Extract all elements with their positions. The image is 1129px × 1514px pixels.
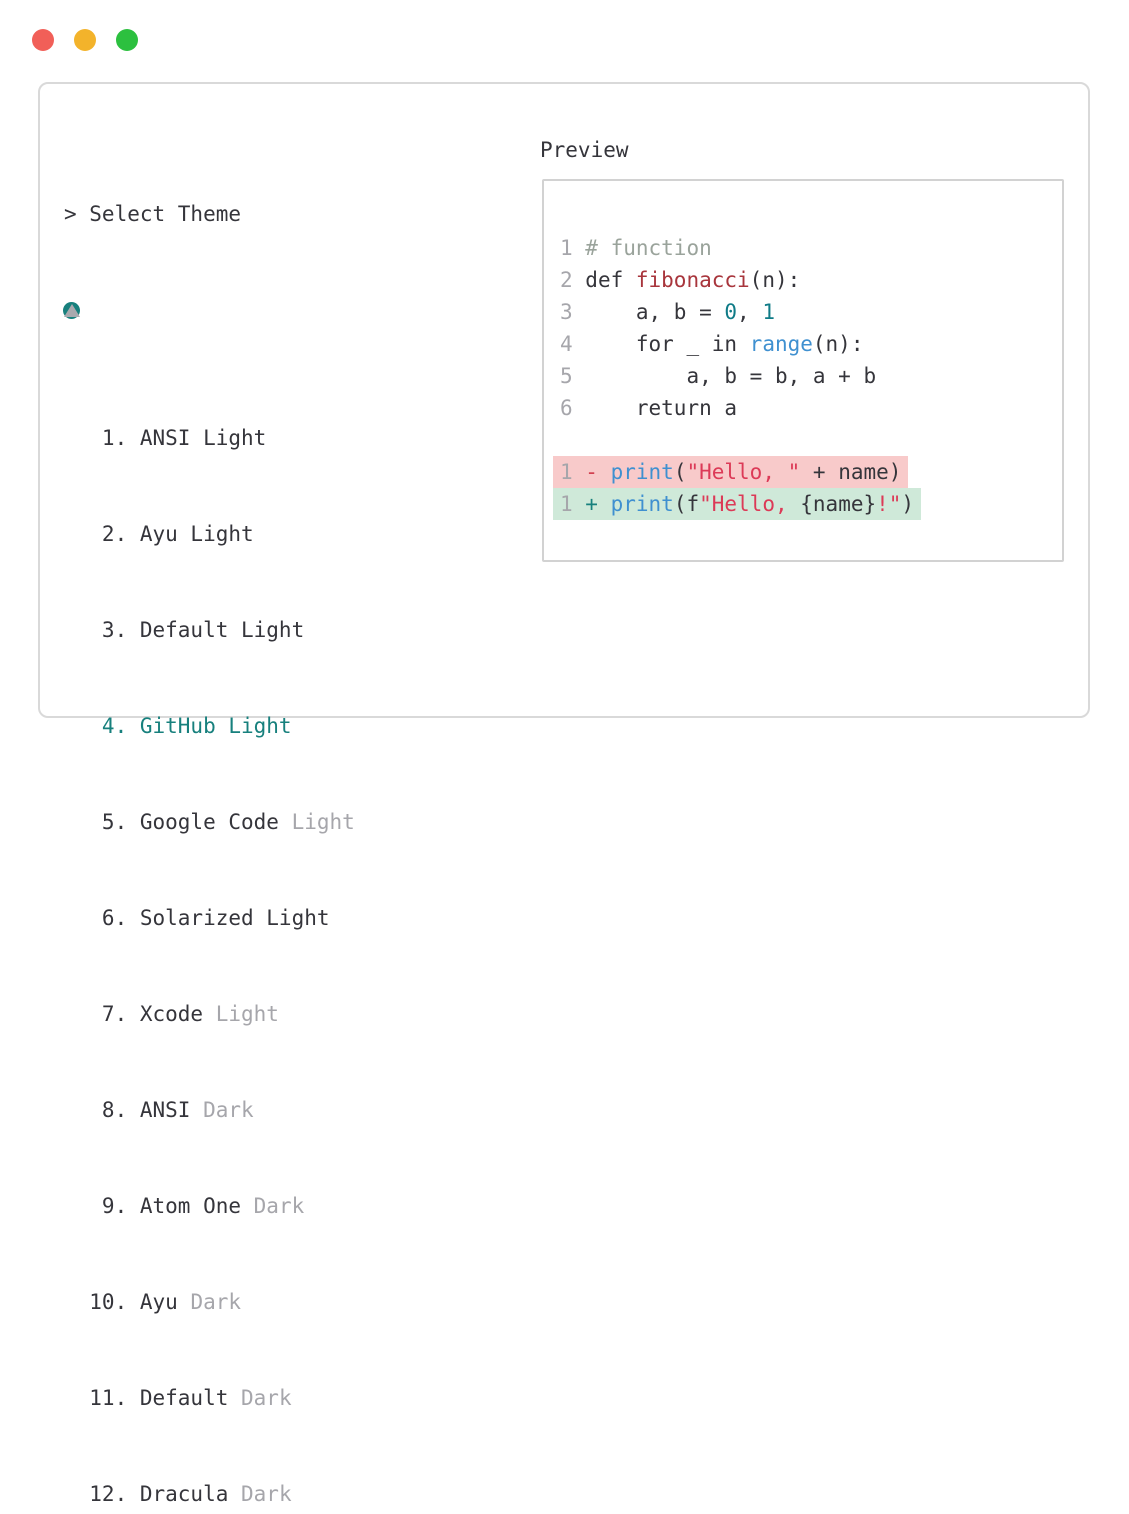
code-line: 1 - print("Hello, " + name) — [553, 456, 921, 488]
line-number: 5 — [560, 364, 586, 388]
line-number: 2 — [560, 268, 586, 292]
line-number: 1 — [560, 492, 586, 516]
theme-list-item[interactable]: 8. ANSI Dark — [64, 1098, 254, 1122]
line-number: 6 — [560, 396, 586, 420]
scroll-up-icon — [64, 304, 80, 317]
close-button-icon[interactable] — [32, 29, 54, 51]
theme-list-item[interactable]: 6. Solarized Light — [64, 906, 330, 930]
theme-list-item[interactable]: 11. Default Dark — [64, 1386, 292, 1410]
theme-name: Google Code — [139, 810, 279, 834]
code-line: 1 # function — [560, 236, 712, 260]
theme-list-item[interactable]: 7. Xcode Light — [64, 1002, 279, 1026]
theme-list-item[interactable]: 12. Dracula Dark — [64, 1482, 292, 1506]
code-line: 6 return a — [560, 396, 738, 420]
prompt-title: > Select Theme — [64, 202, 242, 226]
code-line: 3 a, b = 0, 1 — [560, 300, 775, 324]
theme-name: Default Light — [139, 618, 305, 642]
theme-list-item[interactable]: 10. Ayu Dark — [64, 1290, 242, 1314]
theme-name: Default — [139, 1386, 229, 1410]
theme-variant: Dark — [177, 1290, 242, 1314]
theme-name: ANSI Light — [139, 426, 267, 450]
code-line: 5 a, b = b, a + b — [560, 364, 877, 388]
preview-label: Preview — [540, 138, 629, 162]
theme-list-item[interactable]: 3. Default Light — [64, 618, 305, 642]
theme-list-item-selected[interactable]: 4. GitHub Light — [64, 714, 292, 738]
theme-variant: Dark — [228, 1386, 292, 1410]
theme-name: Solarized Light — [139, 906, 330, 930]
theme-name: GitHub Light — [139, 714, 292, 738]
theme-name: Ayu — [139, 1290, 178, 1314]
line-number: 4 — [560, 332, 586, 356]
theme-list-item[interactable]: 2. Ayu Light — [64, 522, 254, 546]
theme-name: Dracula — [139, 1482, 229, 1506]
scroll-up-indicator — [64, 294, 810, 326]
preview-pane: 1 # function 2 def fibonacci(n): 3 a, b = … — [542, 179, 1064, 562]
theme-name: Xcode — [139, 1002, 204, 1026]
theme-list-item[interactable]: 9. Atom One Dark — [64, 1194, 305, 1218]
theme-name: ANSI — [139, 1098, 191, 1122]
theme-list-item[interactable]: 1. ANSI Light — [64, 426, 267, 450]
minimize-button-icon[interactable] — [74, 29, 96, 51]
theme-list-item[interactable]: 5. Google Code Light — [64, 810, 355, 834]
theme-variant: Light — [203, 1002, 279, 1026]
theme-picker-window: > Select Theme 1. ANSI Light 2. Ayu Ligh… — [38, 82, 1090, 1506]
window-controls — [32, 29, 138, 51]
theme-variant: Dark — [190, 1098, 254, 1122]
code-line: 4 for _ in range(n): — [560, 332, 864, 356]
line-number: 1 — [560, 460, 586, 484]
theme-variant: Dark — [241, 1194, 305, 1218]
theme-name: Ayu Light — [139, 522, 254, 546]
preview-code: 1 # function 2 def fibonacci(n): 3 a, b = … — [553, 232, 922, 520]
theme-variant: Dark — [228, 1482, 292, 1506]
code-line: 2 def fibonacci(n): — [560, 268, 801, 292]
theme-variant: Light — [278, 810, 355, 834]
maximize-button-icon[interactable] — [116, 29, 138, 51]
line-number: 3 — [560, 300, 586, 324]
code-blank-line — [560, 424, 921, 456]
line-number: 1 — [560, 236, 586, 260]
theme-name: Atom One — [139, 1194, 242, 1218]
code-line: 1 + print(f"Hello, {name}!") — [553, 488, 922, 520]
